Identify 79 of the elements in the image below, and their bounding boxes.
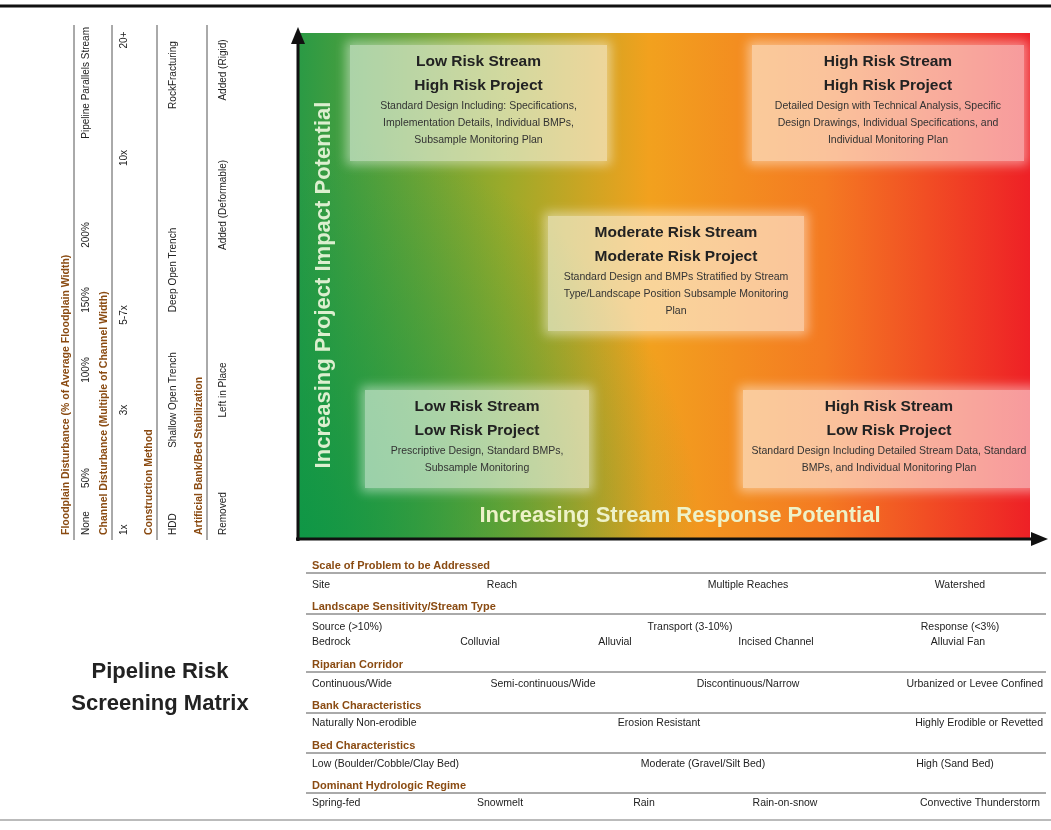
category-value: 5-7x [117, 305, 129, 325]
category-value: None [79, 511, 91, 535]
category-heading: Bank Characteristics [312, 699, 422, 711]
category-value: Removed [216, 492, 228, 535]
category-value: Highly Erodible or Revetted [915, 716, 1043, 728]
box-heading: Low Risk Project [413, 420, 541, 440]
risk-box [365, 390, 589, 488]
category-value: Rain [633, 796, 655, 808]
category-heading: Floodplain Disturbance (% of Average Floodplain Width) [59, 254, 71, 535]
category-value: Erosion Resistant [617, 716, 701, 728]
category-value: 10x [117, 149, 129, 167]
box-description: Detailed Design with Technical Analysis, Specific Design Drawings, Individual Specifications, and Individual Monitoring Plan [773, 98, 1003, 147]
category-value: Reach [486, 578, 518, 590]
category-heading: Landscape Sensitivity/Stream Type [312, 600, 496, 612]
category-value: Pipeline Parallels Stream [79, 27, 91, 139]
category-heading: Construction Method [142, 429, 154, 535]
box-heading: High Risk Stream [822, 51, 954, 71]
category-value: 100% [79, 357, 91, 383]
category-value: Colluvial [460, 635, 500, 647]
category-value: Rain-on-snow [752, 796, 818, 808]
category-heading: Riparian Corridor [312, 658, 404, 670]
category-value: High (Sand Bed) [916, 757, 994, 769]
category-value: Transport (3-10%) [647, 620, 733, 632]
category-heading: Scale of Problem to be Addressed [312, 559, 491, 571]
category-value: Deep Open Trench [166, 227, 178, 313]
category-value: RockFracturing [166, 41, 178, 109]
risk-box [350, 45, 607, 161]
box-description: Standard Design Including: Specifications, Implementation Details, Individual BMPs, Subsample Monitoring Plan [379, 98, 578, 147]
category-value: Alluvial [598, 635, 632, 647]
box-description: Standard Design and BMPs Stratified by Stream Type/Landscape Position Subsample Monitoring Plan [562, 269, 790, 318]
category-value: Source (>10%) [312, 620, 383, 632]
category-value: Left in Place [216, 362, 228, 418]
box-heading: Low Risk Stream [415, 51, 542, 71]
category-value: Continuous/Wide [312, 677, 392, 689]
category-value: Site [312, 578, 331, 590]
category-value: Naturally Non-erodible [312, 716, 417, 728]
category-value: 1x [117, 524, 129, 535]
category-value: Convective Thunderstorm [919, 796, 1040, 808]
box-heading: High Risk Stream [823, 396, 955, 416]
category-value: Added (Rigid) [216, 39, 228, 101]
category-value: Bedrock [312, 635, 351, 647]
box-heading: High Risk Project [822, 75, 954, 95]
category-value: Watershed [934, 578, 986, 590]
category-value: Multiple Reaches [707, 578, 789, 590]
box-heading: High Risk Project [413, 75, 544, 95]
box-heading: Low Risk Stream [413, 396, 541, 416]
category-value: 50% [79, 468, 91, 488]
risk-box [548, 216, 804, 331]
category-value: 200% [79, 222, 91, 248]
diagram-title: Pipeline Risk Screening Matrix [70, 657, 250, 717]
category-value: 3x [117, 404, 129, 416]
box-heading: Moderate Risk Project [593, 246, 759, 266]
category-value: Low (Boulder/Cobble/Clay Bed) [312, 757, 460, 769]
box-heading: Low Risk Project [825, 420, 953, 440]
category-value: Response (<3%) [920, 620, 1000, 632]
risk-box [752, 45, 1024, 161]
category-value: Semi-continuous/Wide [490, 677, 596, 689]
category-value: Alluvial Fan [930, 635, 986, 647]
category-value: Snowmelt [476, 796, 524, 808]
risk-box [743, 390, 1035, 488]
box-heading: Moderate Risk Stream [593, 222, 759, 242]
category-value: 20+ [117, 31, 129, 49]
category-value: Urbanized or Levee Confined [906, 677, 1043, 689]
box-description: Standard Design Including Detailed Stream Data, Standard BMPs, and Individual Monitoring Plan [750, 443, 1028, 475]
category-value: 150% [79, 287, 91, 313]
category-value: Spring-fed [312, 796, 361, 808]
category-value: HDD [166, 513, 178, 535]
category-value: Moderate (Gravel/Silt Bed) [640, 757, 766, 769]
category-heading: Bed Characteristics [312, 739, 416, 751]
category-value: Incised Channel [738, 635, 814, 647]
category-heading: Channel Disturbance (Multiple of Channel Width) [97, 291, 109, 535]
category-heading: Dominant Hydrologic Regime [312, 779, 467, 791]
category-value: Added (Deformable) [216, 160, 228, 250]
category-value: Discontinuous/Narrow [696, 677, 800, 689]
category-heading: Artificial Bank/Bed Stabilization [192, 376, 204, 535]
box-description: Prescriptive Design, Standard BMPs, Subsample Monitoring [389, 443, 565, 475]
axis-title: Increasing Stream Response Potential [479, 502, 881, 528]
category-value: Shallow Open Trench [166, 352, 178, 448]
axis-title: Increasing Project Impact Potential [310, 101, 336, 469]
